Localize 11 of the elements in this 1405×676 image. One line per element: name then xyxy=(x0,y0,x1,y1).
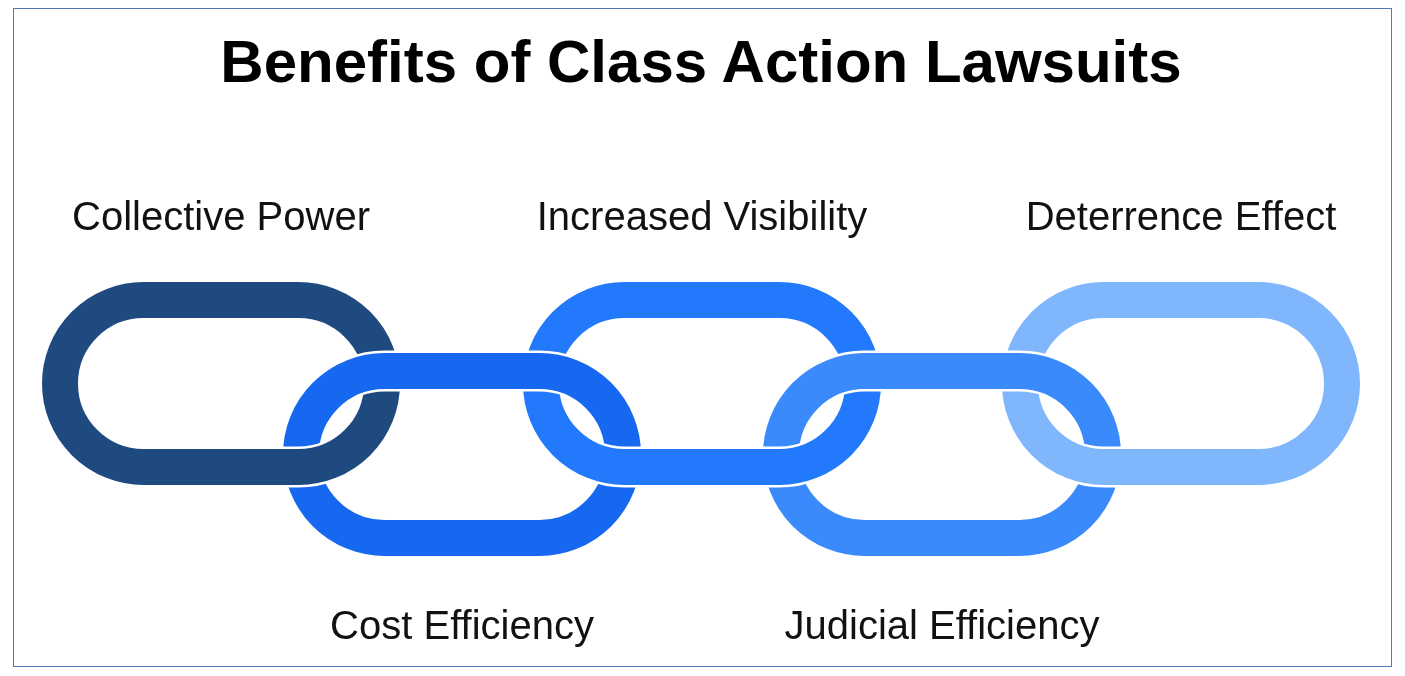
chain-link xyxy=(763,353,1121,556)
title: Benefits of Class Action Lawsuits xyxy=(220,29,1182,95)
benefit-label: Deterrence Effect xyxy=(1025,193,1337,239)
benefit-label: Collective Power xyxy=(72,193,370,239)
benefit-label: Cost Efficiency xyxy=(330,602,594,648)
chain-link xyxy=(283,353,641,556)
chain-link xyxy=(523,282,881,485)
benefit-label: Judicial Efficiency xyxy=(784,602,1100,648)
chain-link xyxy=(1002,282,1360,485)
benefit-label: Increased Visibility xyxy=(536,193,868,239)
chain-link xyxy=(42,282,400,485)
